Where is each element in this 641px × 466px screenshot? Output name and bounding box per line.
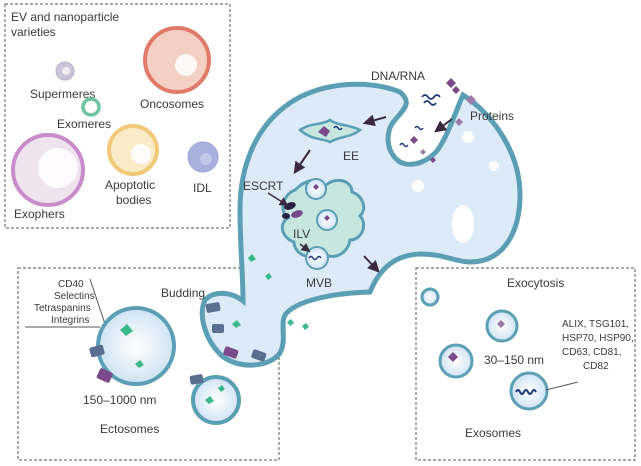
ilv-vesicle-2 xyxy=(316,209,338,231)
exosome-markers-list: ALIX, TSG101, HSP70, HSP90, CD63, CD81, … xyxy=(562,319,634,372)
ectosome-markers-list: CD40 Selectins Tetraspanins Integrins xyxy=(25,278,111,340)
early-endosome xyxy=(297,118,363,144)
dna-rna-strand xyxy=(421,94,441,100)
exosome-size-label: 30–150 nm xyxy=(484,353,544,367)
ecto-marker-1: Selectins xyxy=(54,291,95,302)
budding-surface-markers xyxy=(205,302,267,362)
ee-cargo-rna xyxy=(333,125,343,131)
ecto-marker-0: CD40 xyxy=(58,279,84,290)
ectosome-size-label: 150–1000 nm xyxy=(83,393,156,407)
exosome-3 xyxy=(509,371,549,411)
ectosome-small xyxy=(189,374,241,425)
ilv-vesicle-1 xyxy=(305,178,327,200)
ecto-marker-2: Tetraspanins xyxy=(34,303,91,314)
dna-rna-strand-2 xyxy=(423,100,437,106)
cell-vesicle-small xyxy=(462,131,474,143)
multivesicular-body xyxy=(280,178,366,270)
exopher-vesicle xyxy=(11,133,85,207)
escrt-pointer-arrow xyxy=(267,192,289,206)
ectosome-panel xyxy=(17,267,280,461)
exo-marker-3: CD82 xyxy=(583,361,609,372)
exosome-panel xyxy=(415,267,636,461)
cell-vesicle-small-2 xyxy=(489,161,499,171)
protein-cargo-2 xyxy=(466,95,476,105)
exophers-label: Exophers xyxy=(14,207,65,221)
legend-panel: EV and nanoparticle varieties Supermeres… xyxy=(4,3,231,229)
ecto-marker-3: Integrins xyxy=(51,315,89,326)
oncosome-vesicle xyxy=(143,26,211,94)
idl-particle xyxy=(187,141,219,173)
exo-marker-1: HSP70, HSP90, xyxy=(562,333,634,344)
trafficking-arrows xyxy=(267,114,453,273)
exosome-marker-leader xyxy=(545,381,579,391)
legend-title-line2: varieties xyxy=(11,25,56,39)
proteins-label: Proteins xyxy=(470,109,514,123)
exo-marker-0: ALIX, TSG101, xyxy=(562,319,629,330)
exo-marker-2: CD63, CD81, xyxy=(562,347,621,358)
mvb-label: MVB xyxy=(306,276,332,290)
apoptotic-label-line1: Apoptotic xyxy=(105,178,155,192)
cell: EE ESCRT ILV MVB xyxy=(199,81,523,368)
ilv-vesicle-3 xyxy=(305,246,329,270)
ectosome-panel-border xyxy=(17,267,280,461)
external-cargo xyxy=(421,78,476,126)
exomeres-label: Exomeres xyxy=(57,117,111,131)
escrt-complex xyxy=(282,202,303,219)
ee-to-mvb-arrow xyxy=(293,149,311,174)
ectosome-large xyxy=(89,306,176,386)
supermeres-label: Supermeres xyxy=(30,87,95,101)
exosomes-label: Exosomes xyxy=(465,426,521,440)
legend-title-line1: EV and nanoparticle xyxy=(11,10,119,24)
exosome-panel-border xyxy=(415,267,636,461)
proteins-arrow xyxy=(434,118,453,133)
pocket-cargo xyxy=(399,125,436,163)
ee-label: EE xyxy=(343,149,359,163)
apoptotic-body xyxy=(107,124,159,176)
oncosomes-label: Oncosomes xyxy=(140,97,204,111)
ilv-label: ILV xyxy=(293,227,310,241)
protein-cargo-1 xyxy=(446,78,460,94)
exomere-particle xyxy=(81,97,101,117)
mvb-to-membrane-arrow xyxy=(363,255,380,273)
ee-cargo-protein xyxy=(318,126,330,137)
uptake-arrow xyxy=(362,114,387,127)
supermere-particle xyxy=(55,61,75,81)
exosome-2 xyxy=(438,343,474,379)
exosome-release xyxy=(420,287,440,307)
ilv-pointer-arrow xyxy=(299,243,311,253)
legend-border xyxy=(4,3,231,229)
exosome-1 xyxy=(485,309,519,343)
protein-cargo-3 xyxy=(455,118,463,126)
escrt-label: ESCRT xyxy=(243,179,284,193)
apoptotic-label-line2: bodies xyxy=(116,193,151,207)
membrane-proteins xyxy=(232,254,309,330)
idl-label: IDL xyxy=(193,181,212,195)
cell-vacuole xyxy=(452,205,474,243)
dna-rna-label: DNA/RNA xyxy=(371,69,425,83)
exocytosis-label: Exocytosis xyxy=(507,276,564,290)
cell-vesicle-small-3 xyxy=(412,180,424,192)
budding-label: Budding xyxy=(161,286,205,300)
ectosomes-label: Ectosomes xyxy=(100,422,159,436)
